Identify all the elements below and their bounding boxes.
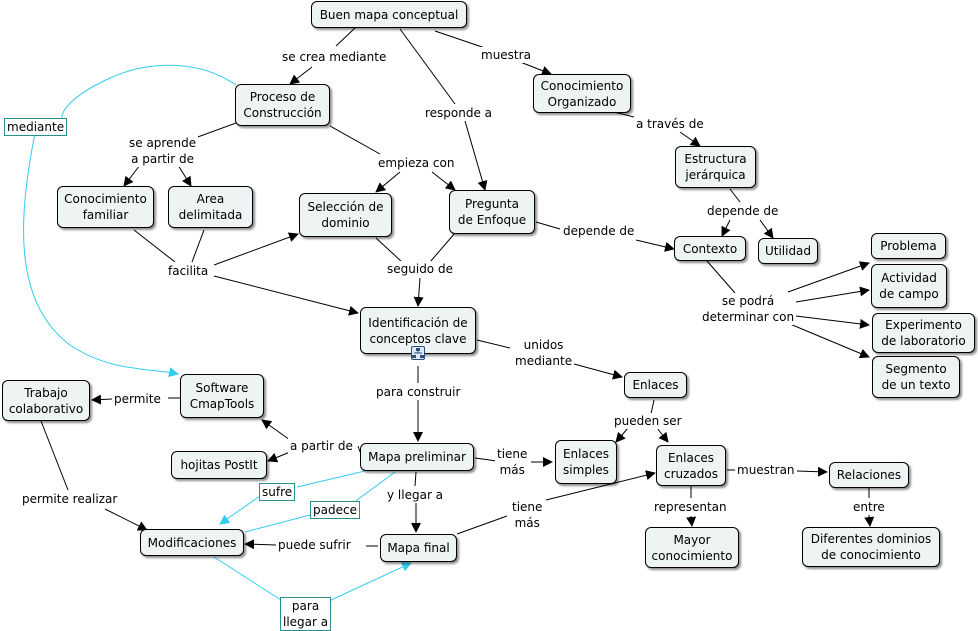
concept-proceso-construccion[interactable]: Proceso de Construcción bbox=[235, 84, 330, 126]
phrase-permite-realizar: permite realizar bbox=[20, 491, 120, 507]
concept-mayor-conocimiento[interactable]: Mayor conocimiento bbox=[645, 527, 739, 568]
concept-modificaciones[interactable]: Modificaciones bbox=[140, 529, 244, 556]
concept-experimento-laboratorio[interactable]: Experimento de laboratorio bbox=[872, 313, 975, 353]
phrase-a-traves-de: a través de bbox=[634, 116, 706, 132]
phrase-a-partir-de: a partir de bbox=[288, 438, 355, 454]
phrase-facilita: facilita bbox=[166, 263, 211, 279]
phrase-representan: representan bbox=[652, 499, 729, 515]
concept-diferentes-dominios[interactable]: Diferentes dominios de conocimiento bbox=[802, 527, 940, 567]
concept-seleccion-dominio[interactable]: Selección de dominio bbox=[299, 193, 392, 237]
concept-pregunta-enfoque[interactable]: Pregunta de Enfoque bbox=[449, 190, 535, 234]
phrase-para-llegar-a: para llegar a bbox=[280, 597, 332, 631]
concept-enlaces-cruzados[interactable]: Enlaces cruzados bbox=[656, 445, 726, 486]
phrase-pueden-ser: pueden ser bbox=[612, 413, 684, 429]
phrase-tiene-mas-preliminar: tiene más bbox=[495, 446, 530, 478]
phrase-para-construir: para construir bbox=[374, 384, 463, 400]
phrase-puede-sufrir: puede sufrir bbox=[276, 537, 353, 553]
phrase-seguido-de: seguido de bbox=[385, 261, 455, 277]
concept-mapa-preliminar[interactable]: Mapa preliminar bbox=[360, 443, 474, 471]
concept-trabajo-colaborativo[interactable]: Trabajo colaborativo bbox=[2, 380, 90, 421]
phrase-permite: permite bbox=[112, 391, 163, 407]
phrase-se-podra-determinar: se podrá determinar con bbox=[700, 293, 797, 325]
hierarchy-icon-glyph bbox=[412, 348, 424, 358]
phrase-se-aprende: se aprende a partir de bbox=[127, 135, 199, 167]
concept-estructura-jerarquica[interactable]: Estructura jerárquica bbox=[675, 146, 756, 188]
phrase-depende-de-pregunta: depende de bbox=[561, 223, 637, 239]
phrase-depende-de-estructura: depende de bbox=[705, 203, 781, 219]
concept-buen-mapa[interactable]: Buen mapa conceptual bbox=[311, 1, 467, 28]
concept-mapa-final[interactable]: Mapa final bbox=[380, 534, 457, 562]
phrase-empieza-con: empieza con bbox=[376, 155, 457, 171]
concept-area-delimitada[interactable]: Area delimitada bbox=[168, 186, 253, 228]
concept-conocimiento-familiar[interactable]: Conocimiento familiar bbox=[57, 186, 154, 228]
phrase-entre: entre bbox=[851, 499, 887, 515]
concept-hojitas-postit[interactable]: hojitas PostIt bbox=[171, 451, 267, 479]
phrase-padece: padece bbox=[310, 501, 360, 519]
concept-conocimiento-organizado[interactable]: Conocimiento Organizado bbox=[533, 74, 631, 113]
phrase-mediante: mediante bbox=[4, 118, 68, 136]
hierarchy-icon[interactable] bbox=[411, 346, 425, 360]
phrase-muestran: muestran bbox=[735, 462, 797, 478]
phrase-tiene-mas-final: tiene más bbox=[510, 499, 545, 531]
concept-software-cmaptools[interactable]: Software CmapTools bbox=[180, 374, 264, 418]
phrase-responde-a: responde a bbox=[423, 105, 495, 121]
concept-problema[interactable]: Problema bbox=[871, 233, 946, 259]
concept-utilidad[interactable]: Utilidad bbox=[758, 238, 818, 264]
phrase-sufre: sufre bbox=[259, 483, 296, 501]
phrase-muestra: muestra bbox=[479, 47, 533, 63]
concept-enlaces-simples[interactable]: Enlaces simples bbox=[555, 440, 617, 484]
concept-actividad-campo[interactable]: Actividad de campo bbox=[871, 264, 947, 308]
phrase-y-llegar-a: y llegar a bbox=[385, 487, 446, 503]
concept-enlaces[interactable]: Enlaces bbox=[624, 372, 687, 398]
concept-contexto[interactable]: Contexto bbox=[674, 236, 746, 261]
cross-links bbox=[23, 64, 412, 602]
phrase-unidos-mediante: unidos mediante bbox=[513, 337, 575, 369]
concept-segmento-texto[interactable]: Segmento de un texto bbox=[872, 356, 960, 398]
phrase-se-crea-mediante: se crea mediante bbox=[280, 49, 389, 65]
concept-relaciones[interactable]: Relaciones bbox=[829, 462, 909, 488]
